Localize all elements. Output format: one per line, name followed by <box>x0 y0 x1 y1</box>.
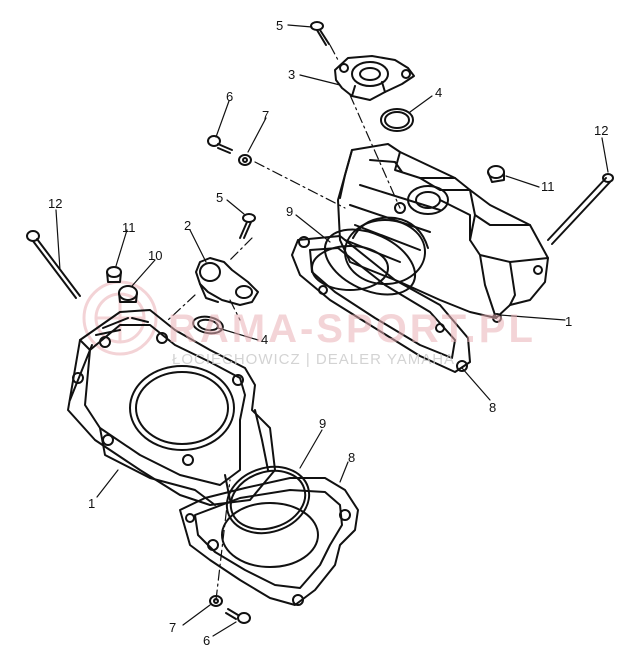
alignment-lines <box>167 44 401 601</box>
bolt-6-upper <box>207 135 233 154</box>
label-5-mid: 5 <box>216 190 223 205</box>
water-outlet-lower <box>195 257 259 306</box>
label-8-bottom: 8 <box>348 450 355 465</box>
label-5-top: 5 <box>276 18 283 33</box>
label-2: 2 <box>184 218 191 233</box>
label-8-right: 8 <box>489 400 496 415</box>
label-7-bottom: 7 <box>169 620 176 635</box>
o-ring-small-upper <box>380 108 414 132</box>
bolt-mid <box>239 213 256 239</box>
o-ring-upper <box>323 228 417 296</box>
label-6-bottom: 6 <box>203 633 210 648</box>
label-11-left: 11 <box>122 220 136 235</box>
water-outlet-housing-upper <box>334 55 415 101</box>
label-7-top: 7 <box>262 108 269 123</box>
watermark-brand: RAMA-SPORT.PL <box>168 307 536 351</box>
gasket-upper <box>291 235 471 373</box>
dowel-pin-left <box>106 266 122 283</box>
label-1-left: 1 <box>88 496 95 511</box>
label-1-right: 1 <box>565 314 572 329</box>
label-9-top: 9 <box>286 204 293 219</box>
label-3: 3 <box>288 67 295 82</box>
label-12-right: 12 <box>594 123 608 138</box>
label-4-mid: 4 <box>261 332 268 347</box>
o-ring-lower <box>225 465 311 535</box>
part-labels: 5 3 4 6 7 12 11 9 1 8 12 11 10 2 5 4 1 9… <box>48 18 608 648</box>
leader-lines <box>55 24 609 637</box>
stud-bolt-left <box>26 230 81 299</box>
cylinder-lower <box>67 309 276 506</box>
label-6-top: 6 <box>226 89 233 104</box>
dowel-ring <box>118 285 138 303</box>
label-12-left: 12 <box>48 196 62 211</box>
watermark-tagline: ŁOCIECHOWICZ | DEALER YAMAHA <box>172 351 455 368</box>
bolt-upper <box>310 21 330 46</box>
label-9-bottom: 9 <box>319 416 326 431</box>
bolt-6-lower <box>225 608 251 624</box>
gasket-lower <box>179 477 359 606</box>
stud-bolt-right <box>547 173 614 245</box>
washer-7-upper <box>238 154 252 166</box>
o-ring-small-lower <box>192 315 224 335</box>
label-4-top: 4 <box>435 85 442 100</box>
label-11-right: 11 <box>541 179 555 194</box>
label-10: 10 <box>148 248 162 263</box>
dowel-pin-right <box>487 165 505 183</box>
